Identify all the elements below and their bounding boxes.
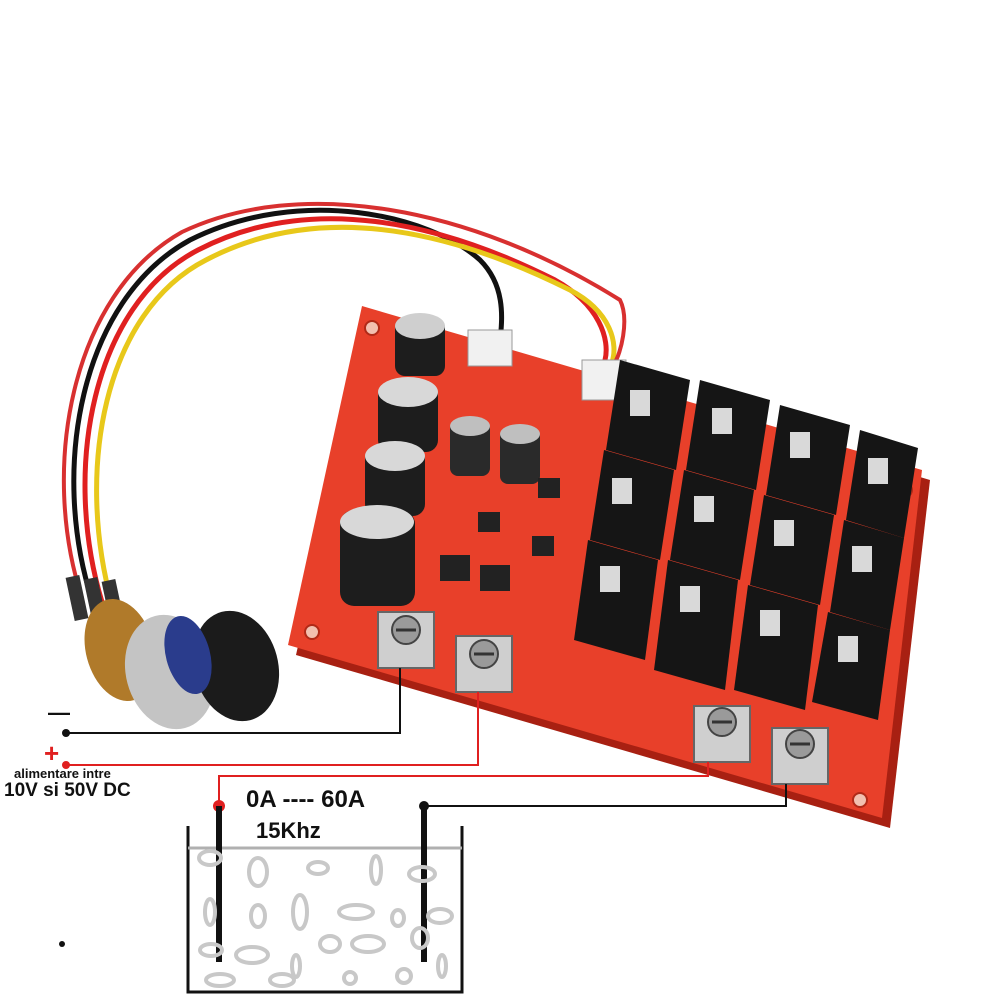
ic-chip — [478, 512, 500, 532]
load-negative-wire — [424, 784, 787, 807]
tank-walls — [186, 826, 464, 994]
control-cable — [61, 201, 627, 607]
cable-wire-red-2 — [61, 201, 627, 600]
mount-hole — [364, 320, 380, 336]
screw-terminal-icon — [771, 727, 829, 785]
frequency-label: 15Khz — [256, 818, 321, 843]
pwm-board — [288, 306, 930, 828]
gas-bubbles — [197, 849, 454, 988]
current-range-label: 0A ---- 60A — [246, 786, 366, 813]
mount-hole — [304, 624, 320, 640]
ic-chip — [440, 555, 470, 581]
ic-chip — [480, 565, 510, 591]
supply-wiring — [62, 668, 479, 769]
water-tank-icon — [186, 806, 464, 994]
screw-terminal-icon — [455, 635, 513, 693]
supply-positive-wire — [66, 692, 479, 766]
mosfet-tabs — [600, 390, 888, 662]
supply-voltage-range: 10V si 50V DC — [4, 780, 131, 801]
ic-chip — [532, 536, 554, 556]
connector-socket — [467, 329, 513, 367]
potentiometer-knob-icon — [65, 575, 280, 730]
cable-wire-black — [71, 207, 505, 603]
ic-chip — [538, 478, 560, 498]
screw-terminal-icon — [693, 705, 751, 763]
stray-dot — [59, 941, 65, 947]
capacitor-bank — [340, 313, 540, 606]
heatsink-array — [574, 360, 918, 720]
supply-negative-label: — — [48, 700, 70, 725]
load-positive-wire — [218, 762, 709, 806]
screw-terminal-icon — [377, 611, 435, 669]
supply-negative-wire — [66, 668, 401, 734]
mount-hole — [852, 792, 868, 808]
supply-positive-label: + — [44, 738, 60, 768]
supply-caption: alimentare intre — [14, 766, 111, 781]
cable-wire-yellow — [94, 224, 617, 607]
